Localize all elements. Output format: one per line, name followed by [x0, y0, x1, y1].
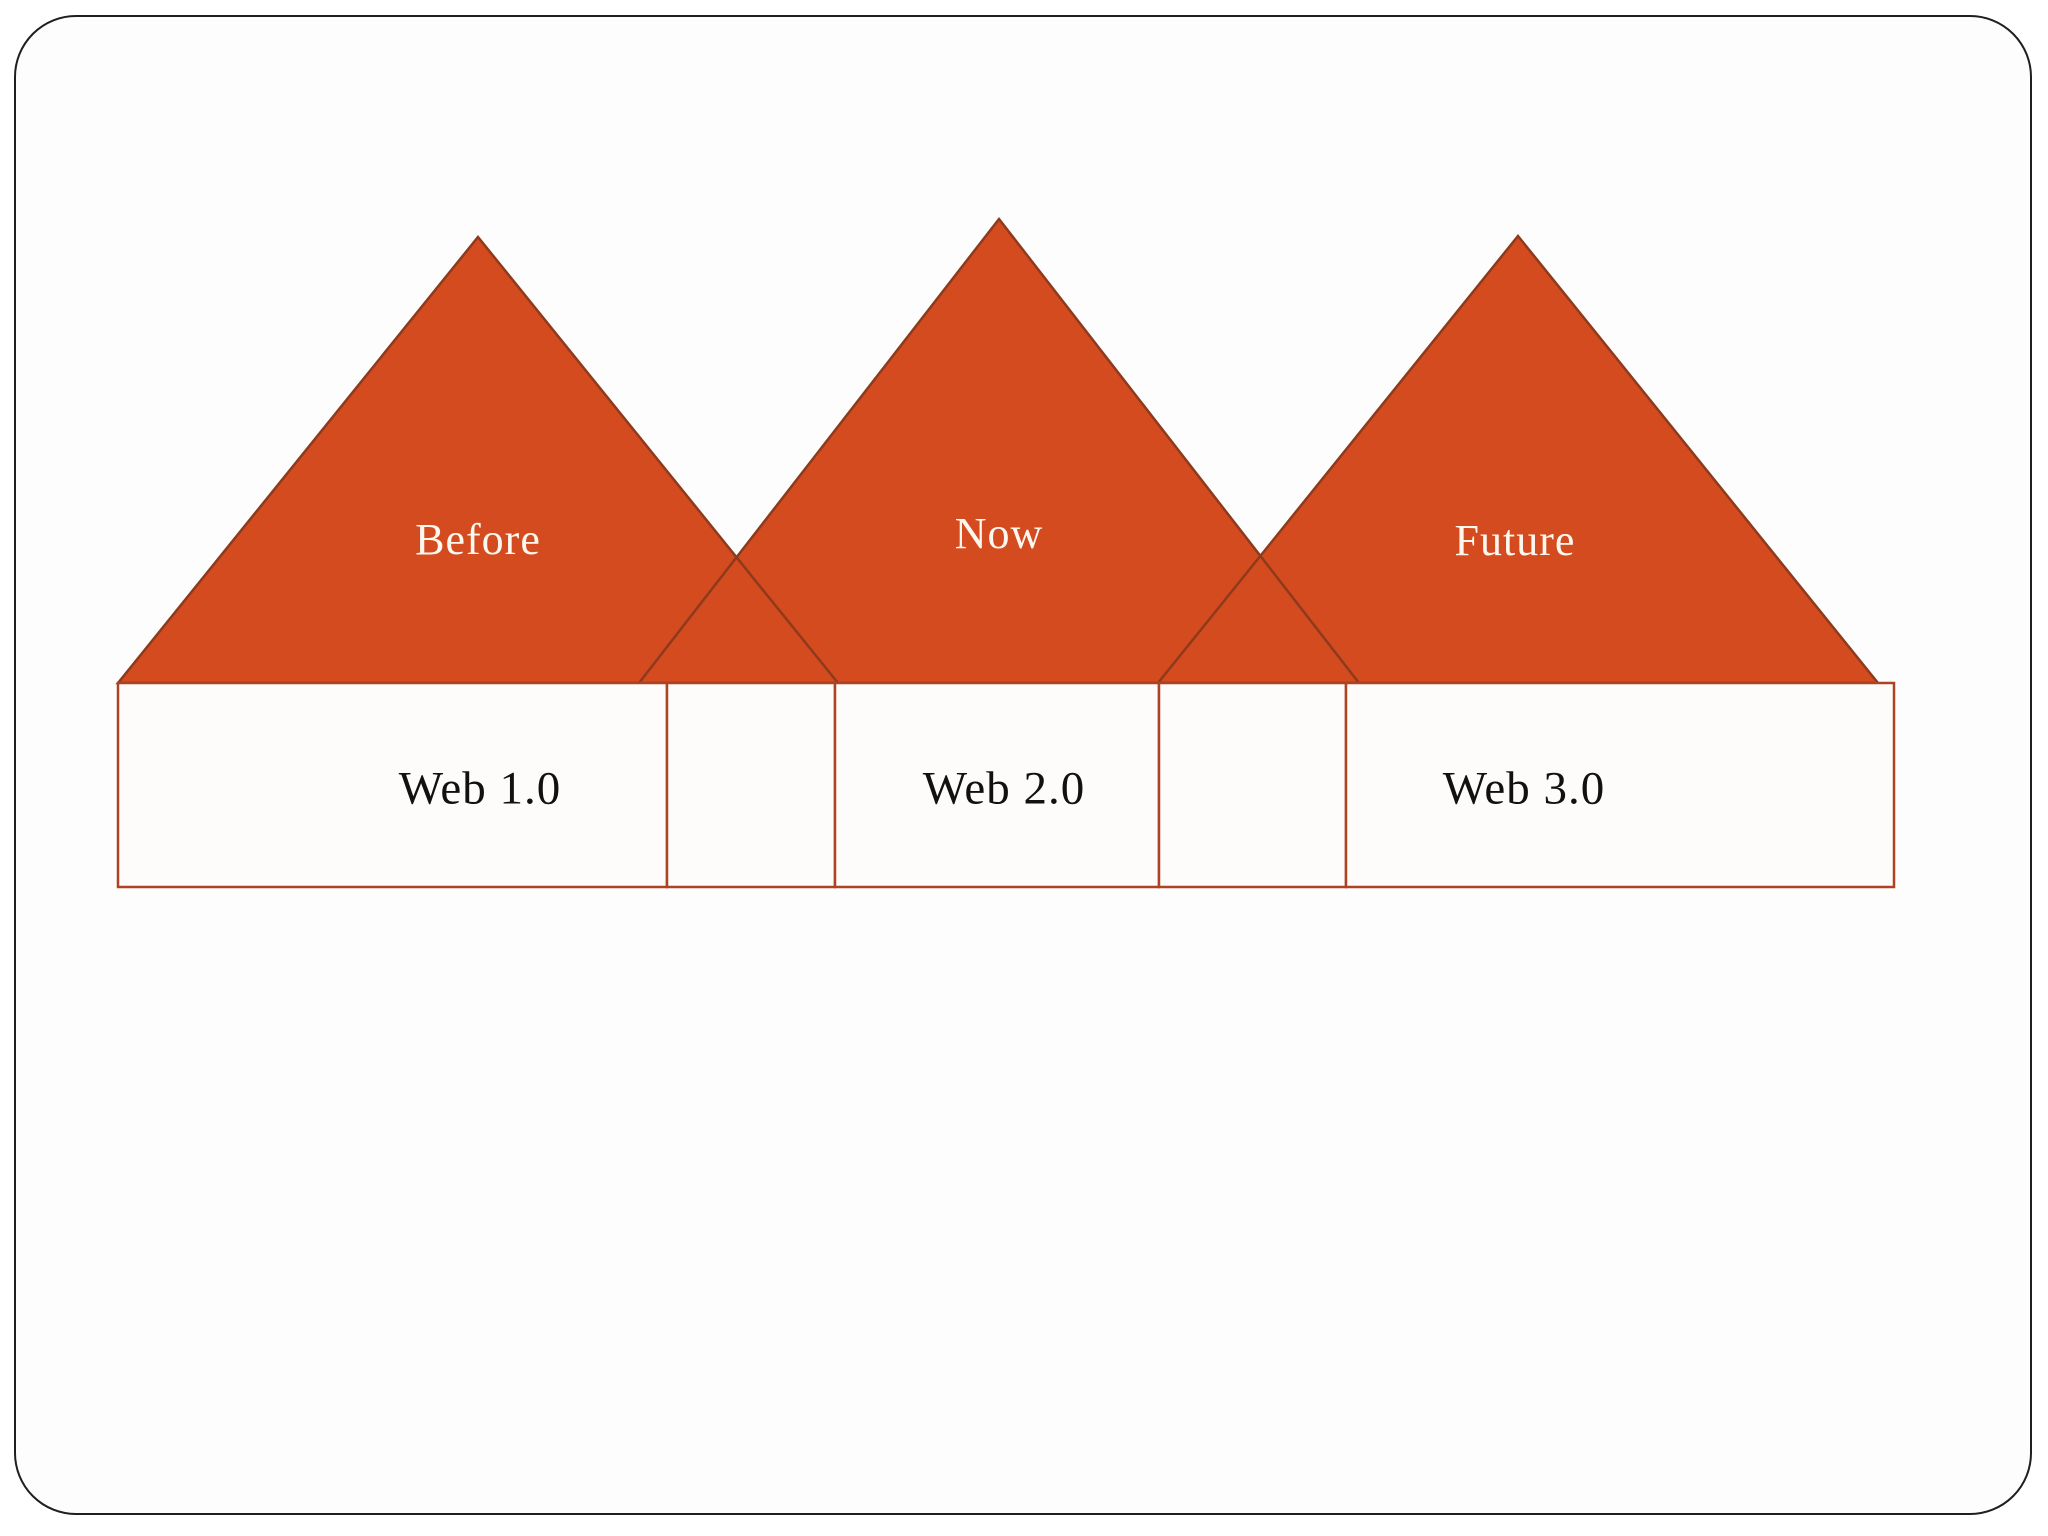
triangle-label-future: Future [1454, 516, 1576, 565]
cell-web-2-0 [833, 681, 1161, 889]
pyramid-diagram [115, 216, 1896, 889]
cell-web-3-0 [1344, 681, 1896, 889]
triangle-label-before: Before [415, 515, 541, 564]
triangle-label-now: Now [954, 509, 1044, 558]
spacer-cell-1 [665, 681, 837, 889]
triangle-before-fill [118, 237, 838, 683]
triangle-now-fill [639, 219, 1359, 683]
cell-label-web-3-0: Web 3.0 [1442, 762, 1606, 815]
cell-label-web-2-0: Web 2.0 [922, 762, 1086, 815]
cell-label-web-1-0: Web 1.0 [398, 762, 562, 815]
spacer-cell-2 [1157, 681, 1348, 889]
cell-web-1-0 [116, 681, 669, 889]
triangle-future-fill [1158, 236, 1878, 683]
slide: Before Now Future Web 1.0 Web 2.0 Web 3.… [14, 15, 2032, 1515]
